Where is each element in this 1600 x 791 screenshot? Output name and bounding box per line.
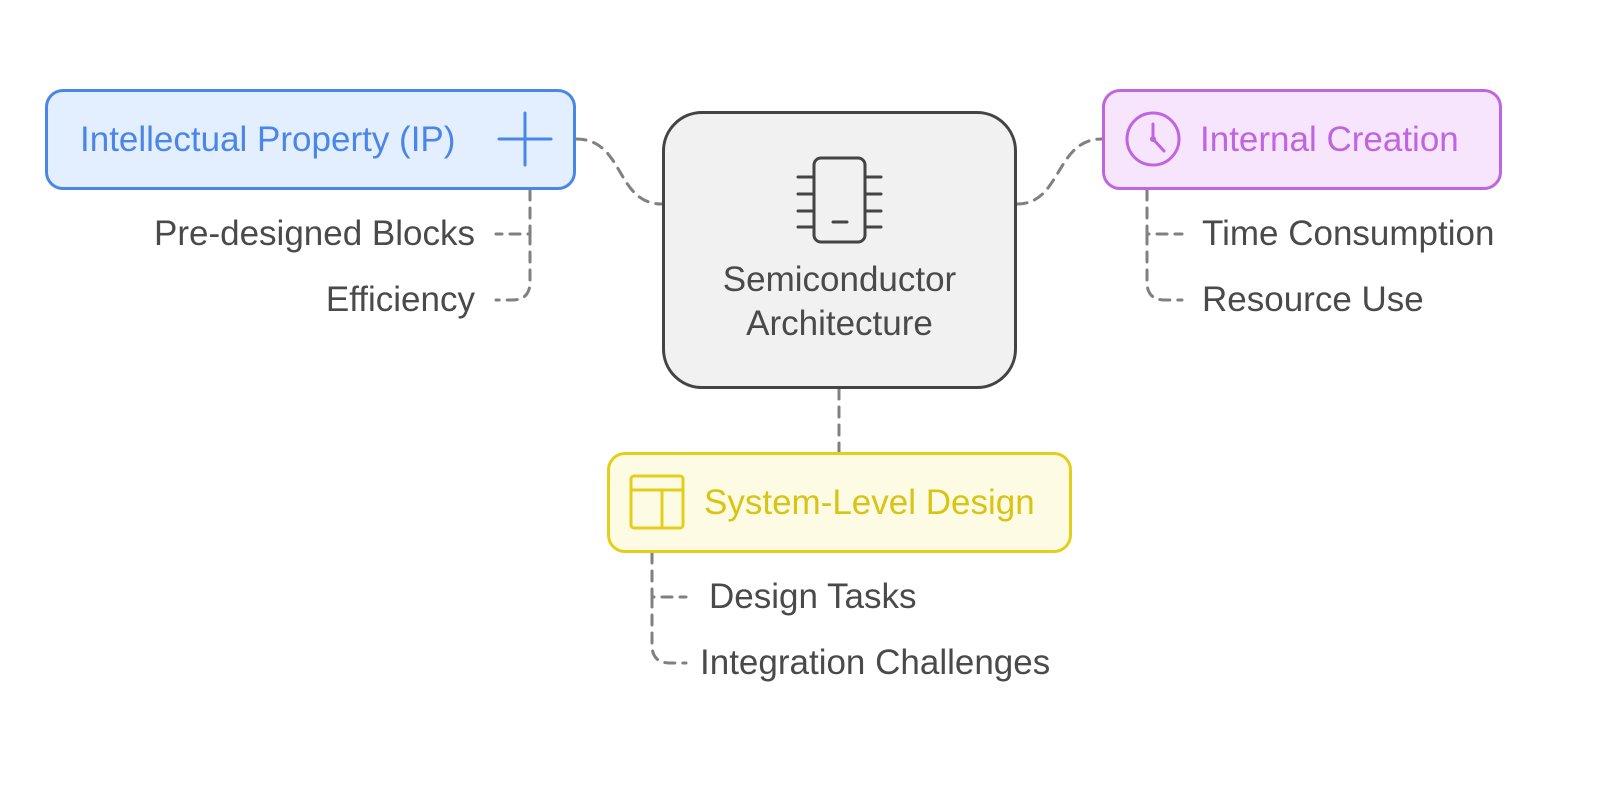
central-node-line-2: Architecture <box>746 304 933 343</box>
connector-ip-leaf-2 <box>494 232 532 302</box>
connector-ip-leaf-1 <box>494 188 532 236</box>
clock-icon <box>1125 111 1181 167</box>
chip-icon <box>796 156 883 244</box>
central-node-line-1: Semiconductor <box>722 260 957 299</box>
leaf-time-consumption: Time Consumption <box>1202 214 1495 253</box>
connector-sld-leaf-2 <box>650 595 688 665</box>
node-internal-creation <box>1102 89 1502 190</box>
connector-ic-leaf-2 <box>1145 232 1184 302</box>
leaf-integration-challenges: Integration Challenges <box>700 643 1051 682</box>
node-intellectual-property-label: Intellectual Property (IP) <box>80 120 456 159</box>
central-node-label: Semiconductor Architecture <box>662 258 1017 346</box>
leaf-pre-designed-blocks: Pre-designed Blocks <box>154 214 475 253</box>
connector-ip-core <box>574 137 664 206</box>
node-system-level-design-label: System-Level Design <box>704 483 1035 522</box>
node-intellectual-property <box>45 89 576 190</box>
leaf-resource-use: Resource Use <box>1202 280 1424 319</box>
connector-ic-leaf-1 <box>1145 188 1184 236</box>
plus-icon <box>497 111 553 167</box>
central-node <box>662 111 1017 389</box>
node-internal-creation-label: Internal Creation <box>1200 120 1459 159</box>
leaf-design-tasks: Design Tasks <box>709 577 917 616</box>
layout-icon <box>629 474 685 530</box>
leaf-efficiency: Efficiency <box>325 280 475 319</box>
connector-sld-leaf-1 <box>650 551 688 599</box>
connector-ic-core <box>1015 137 1104 206</box>
